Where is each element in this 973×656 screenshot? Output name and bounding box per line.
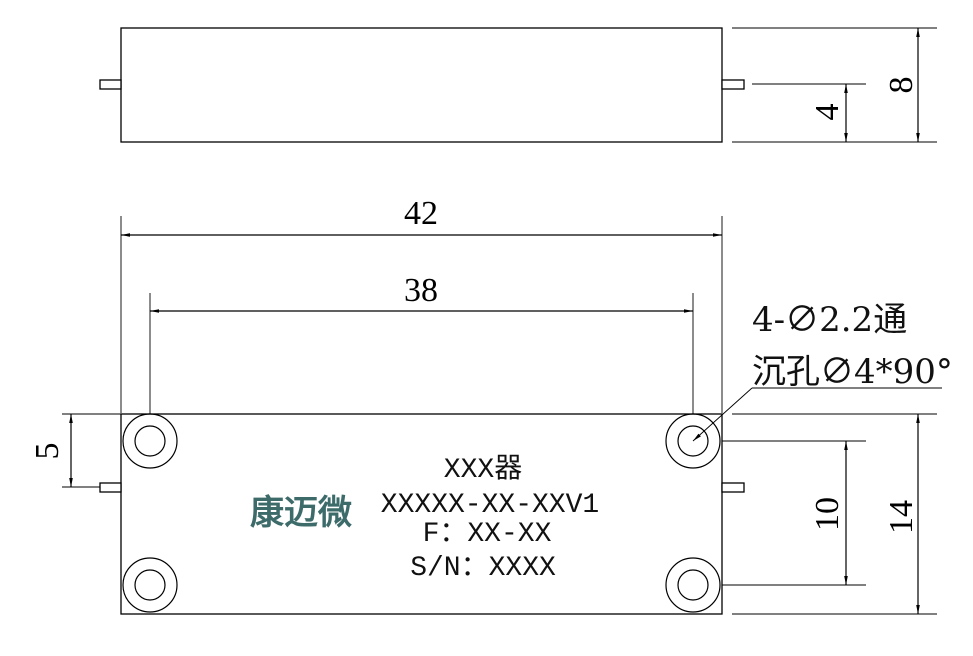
side-view: 8 4 bbox=[99, 27, 937, 143]
product-model: XXXXX-XX-XXV1 bbox=[381, 490, 599, 521]
dim-label-pin-height-4: 4 bbox=[809, 104, 846, 121]
plan-view-left-pin bbox=[99, 482, 122, 493]
side-view-left-pin bbox=[99, 79, 122, 90]
dim-label-width-14: 14 bbox=[883, 500, 920, 534]
side-view-right-pin bbox=[721, 79, 745, 90]
dim-label-pin-offset-5: 5 bbox=[29, 443, 66, 460]
product-name: XXX器 bbox=[444, 454, 522, 486]
plan-view-right-pin bbox=[721, 482, 745, 493]
plan-view: 42 38 4-∅2.2通 沉孔∅4*90° bbox=[29, 195, 953, 615]
mounting-hole-top-right bbox=[665, 413, 721, 469]
mounting-hole-bottom-left bbox=[122, 557, 178, 613]
mounting-hole-top-left bbox=[122, 413, 178, 469]
plan-view-body bbox=[120, 413, 723, 615]
company-logo: 康迈微 bbox=[250, 493, 352, 533]
dim-label-hole-vertical-10: 10 bbox=[809, 497, 846, 531]
hole-note-line2: 沉孔∅4*90° bbox=[752, 352, 953, 392]
side-view-body bbox=[120, 27, 723, 143]
mounting-hole-bottom-right bbox=[665, 557, 721, 613]
dim-label-height-8: 8 bbox=[883, 77, 920, 94]
hole-note-line1: 4-∅2.2通 bbox=[752, 300, 907, 340]
product-frequency: F：XX-XX bbox=[423, 519, 552, 550]
hole-note-leader bbox=[692, 387, 753, 442]
dim-label-hole-spacing-38: 38 bbox=[404, 272, 438, 309]
dim-label-length-42: 42 bbox=[404, 195, 438, 232]
product-serial: S/N：XXXX bbox=[410, 553, 556, 584]
